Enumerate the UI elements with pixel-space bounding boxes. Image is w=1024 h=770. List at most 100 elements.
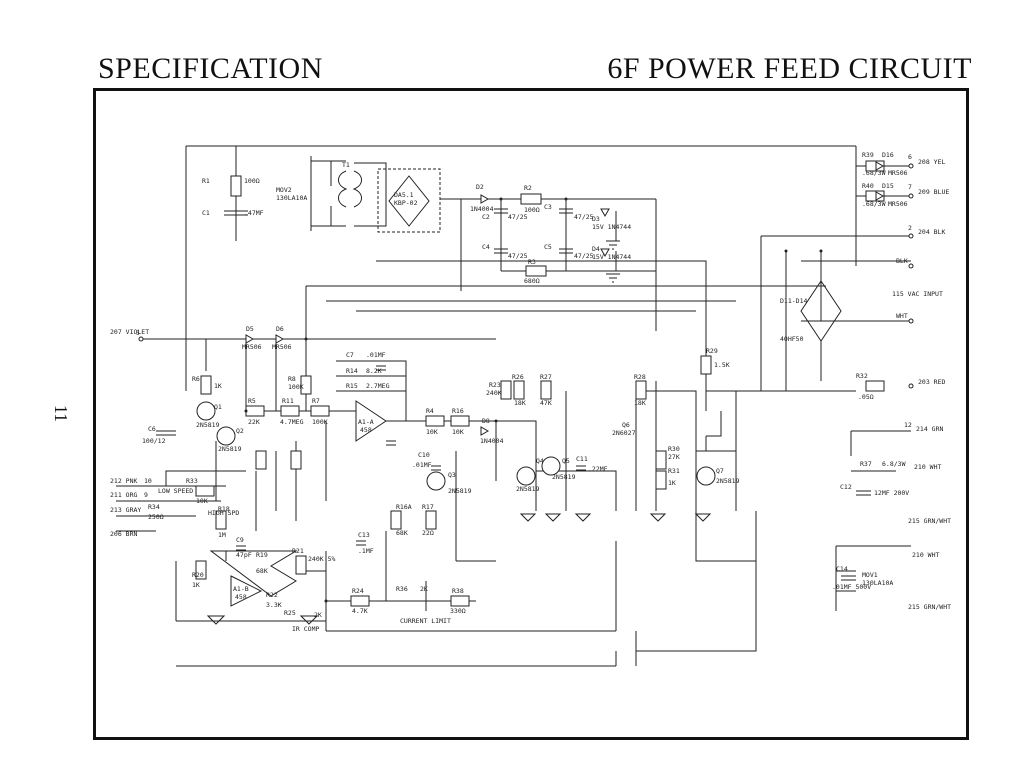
conn-214-grn: 214 GRN — [916, 425, 943, 433]
conn-wht: WHT — [896, 312, 908, 320]
label-r29: R29 — [706, 347, 718, 355]
label-r38: R38 — [452, 587, 464, 595]
value-r26: 18K — [514, 399, 526, 407]
value-r39: .68/3W — [862, 169, 886, 177]
label-r33: R33 — [186, 477, 198, 485]
label-r36: R36 — [396, 585, 408, 593]
value-d15: MR506 — [888, 200, 908, 208]
value-d16: MR506 — [888, 169, 908, 177]
value-q7: 2N5819 — [716, 477, 740, 485]
note-ir-comp: IR COMP — [292, 625, 319, 633]
value-c10: .01MF — [412, 461, 432, 469]
value-r32: .05Ω — [858, 393, 874, 401]
value-r4: 10K — [426, 428, 438, 436]
label-d16: D16 — [882, 151, 894, 159]
pin-207: 5 — [136, 329, 140, 337]
value-r1: 100Ω — [244, 177, 260, 185]
label-c1: C1 — [202, 209, 210, 217]
label-r19: R19 — [256, 551, 268, 559]
value-r24: 4.7K — [352, 607, 368, 615]
value-r27: 47K — [540, 399, 552, 407]
value-r11: 4.7MEG — [280, 418, 304, 426]
label-r21: R21 — [292, 547, 304, 555]
pin-208: 6 — [908, 153, 912, 161]
conn-206-brn: 206 BRN — [110, 530, 137, 538]
value-r2: 100Ω — [524, 206, 540, 214]
value-c4: 47/25 — [508, 252, 528, 260]
value-q6: 2N6027 — [612, 429, 636, 437]
value-r5: 22K — [248, 418, 260, 426]
label-d2: D2 — [476, 183, 484, 191]
value-r16: 10K — [452, 428, 464, 436]
label-mov2: MOV2 — [276, 186, 292, 194]
value-mov2: 130LA10A — [276, 194, 307, 202]
conn-207-violet: 207 VIOLET — [110, 328, 149, 336]
label-r11: R11 — [282, 397, 294, 405]
value-r36: 2K — [420, 585, 428, 593]
label-c7: C7 — [346, 351, 354, 359]
label-r37: R37 — [860, 460, 872, 468]
value-r16a: 68K — [396, 529, 408, 537]
conn-blk: BLK — [896, 257, 908, 265]
value-r6: 1K — [214, 382, 222, 390]
value-c12: 12MF 200V — [874, 489, 909, 497]
label-d3: D3 — [592, 215, 600, 223]
value-d2: 1N4004 — [470, 205, 494, 213]
label-q3: Q3 — [448, 471, 456, 479]
label-r24: R24 — [352, 587, 364, 595]
value-r30: 27K — [668, 453, 680, 461]
pin-209: 7 — [908, 183, 912, 191]
label-r18: R18 — [218, 505, 230, 513]
label-r4: R4 — [426, 407, 434, 415]
schematic-symbols — [138, 160, 914, 625]
value-c14: .01MF 500V — [832, 583, 871, 591]
value-r8: 100K — [288, 383, 304, 391]
label-r5: R5 — [248, 397, 256, 405]
value-r25: 2K — [314, 611, 322, 619]
label-q6: Q6 — [622, 421, 630, 429]
label-r26: R26 — [512, 373, 524, 381]
header-specification: SPECIFICATION — [98, 52, 323, 85]
label-mov1: MOV1 — [862, 571, 878, 579]
label-r28: R28 — [634, 373, 646, 381]
label-d5: D5 — [246, 325, 254, 333]
value-r38: 330Ω — [450, 607, 466, 615]
label-r6: R6 — [192, 375, 200, 383]
label-r32: R32 — [856, 372, 868, 380]
value-c6: 100/12 — [142, 437, 166, 445]
value-r40: .68/3W — [862, 200, 886, 208]
label-r31: R31 — [668, 467, 680, 475]
conn-212-pnk: 212 PNK — [110, 477, 137, 485]
value-r21: 240K 5% — [308, 555, 335, 563]
value-r31: 1K — [668, 479, 676, 487]
label-c14: C14 — [836, 565, 848, 573]
value-r19: 68K — [256, 567, 268, 575]
label-d11-d14: D11-D14 — [780, 297, 807, 305]
value-q5: 2N5819 — [552, 473, 576, 481]
value-r15: 2.7MEG — [366, 382, 390, 390]
label-r3: R3 — [528, 258, 536, 266]
label-c5: C5 — [544, 243, 552, 251]
conn-213-gray: 213 GRAY — [110, 506, 141, 514]
label-c10: C10 — [418, 451, 430, 459]
note-low-speed: LOW SPEED — [158, 487, 193, 495]
conn-215-grnwht-a: 215 GRN/WHT — [908, 517, 951, 525]
label-r39: R39 — [862, 151, 874, 159]
value-r29: 1.5K — [714, 361, 730, 369]
label-t1: T1 — [342, 161, 350, 169]
label-da5: DA5.1 — [394, 191, 414, 199]
label-d8: D8 — [482, 417, 490, 425]
label-r27: R27 — [540, 373, 552, 381]
label-q5: Q5 — [562, 457, 570, 465]
value-q1: 2N5819 — [196, 421, 220, 429]
label-r16: R16 — [452, 407, 464, 415]
header-circuit-title: 6F POWER FEED CIRCUIT — [607, 52, 972, 85]
pin-204: 2 — [908, 224, 912, 232]
value-q2: 2N5819 — [218, 445, 242, 453]
label-q2: Q2 — [236, 427, 244, 435]
value-r17: 22Ω — [422, 529, 434, 537]
note-high-speed: HIGH SPD — [208, 509, 239, 517]
value-d5: MR506 — [242, 343, 262, 351]
value-a1a: 458 — [360, 426, 372, 434]
label-q1: Q1 — [214, 403, 222, 411]
